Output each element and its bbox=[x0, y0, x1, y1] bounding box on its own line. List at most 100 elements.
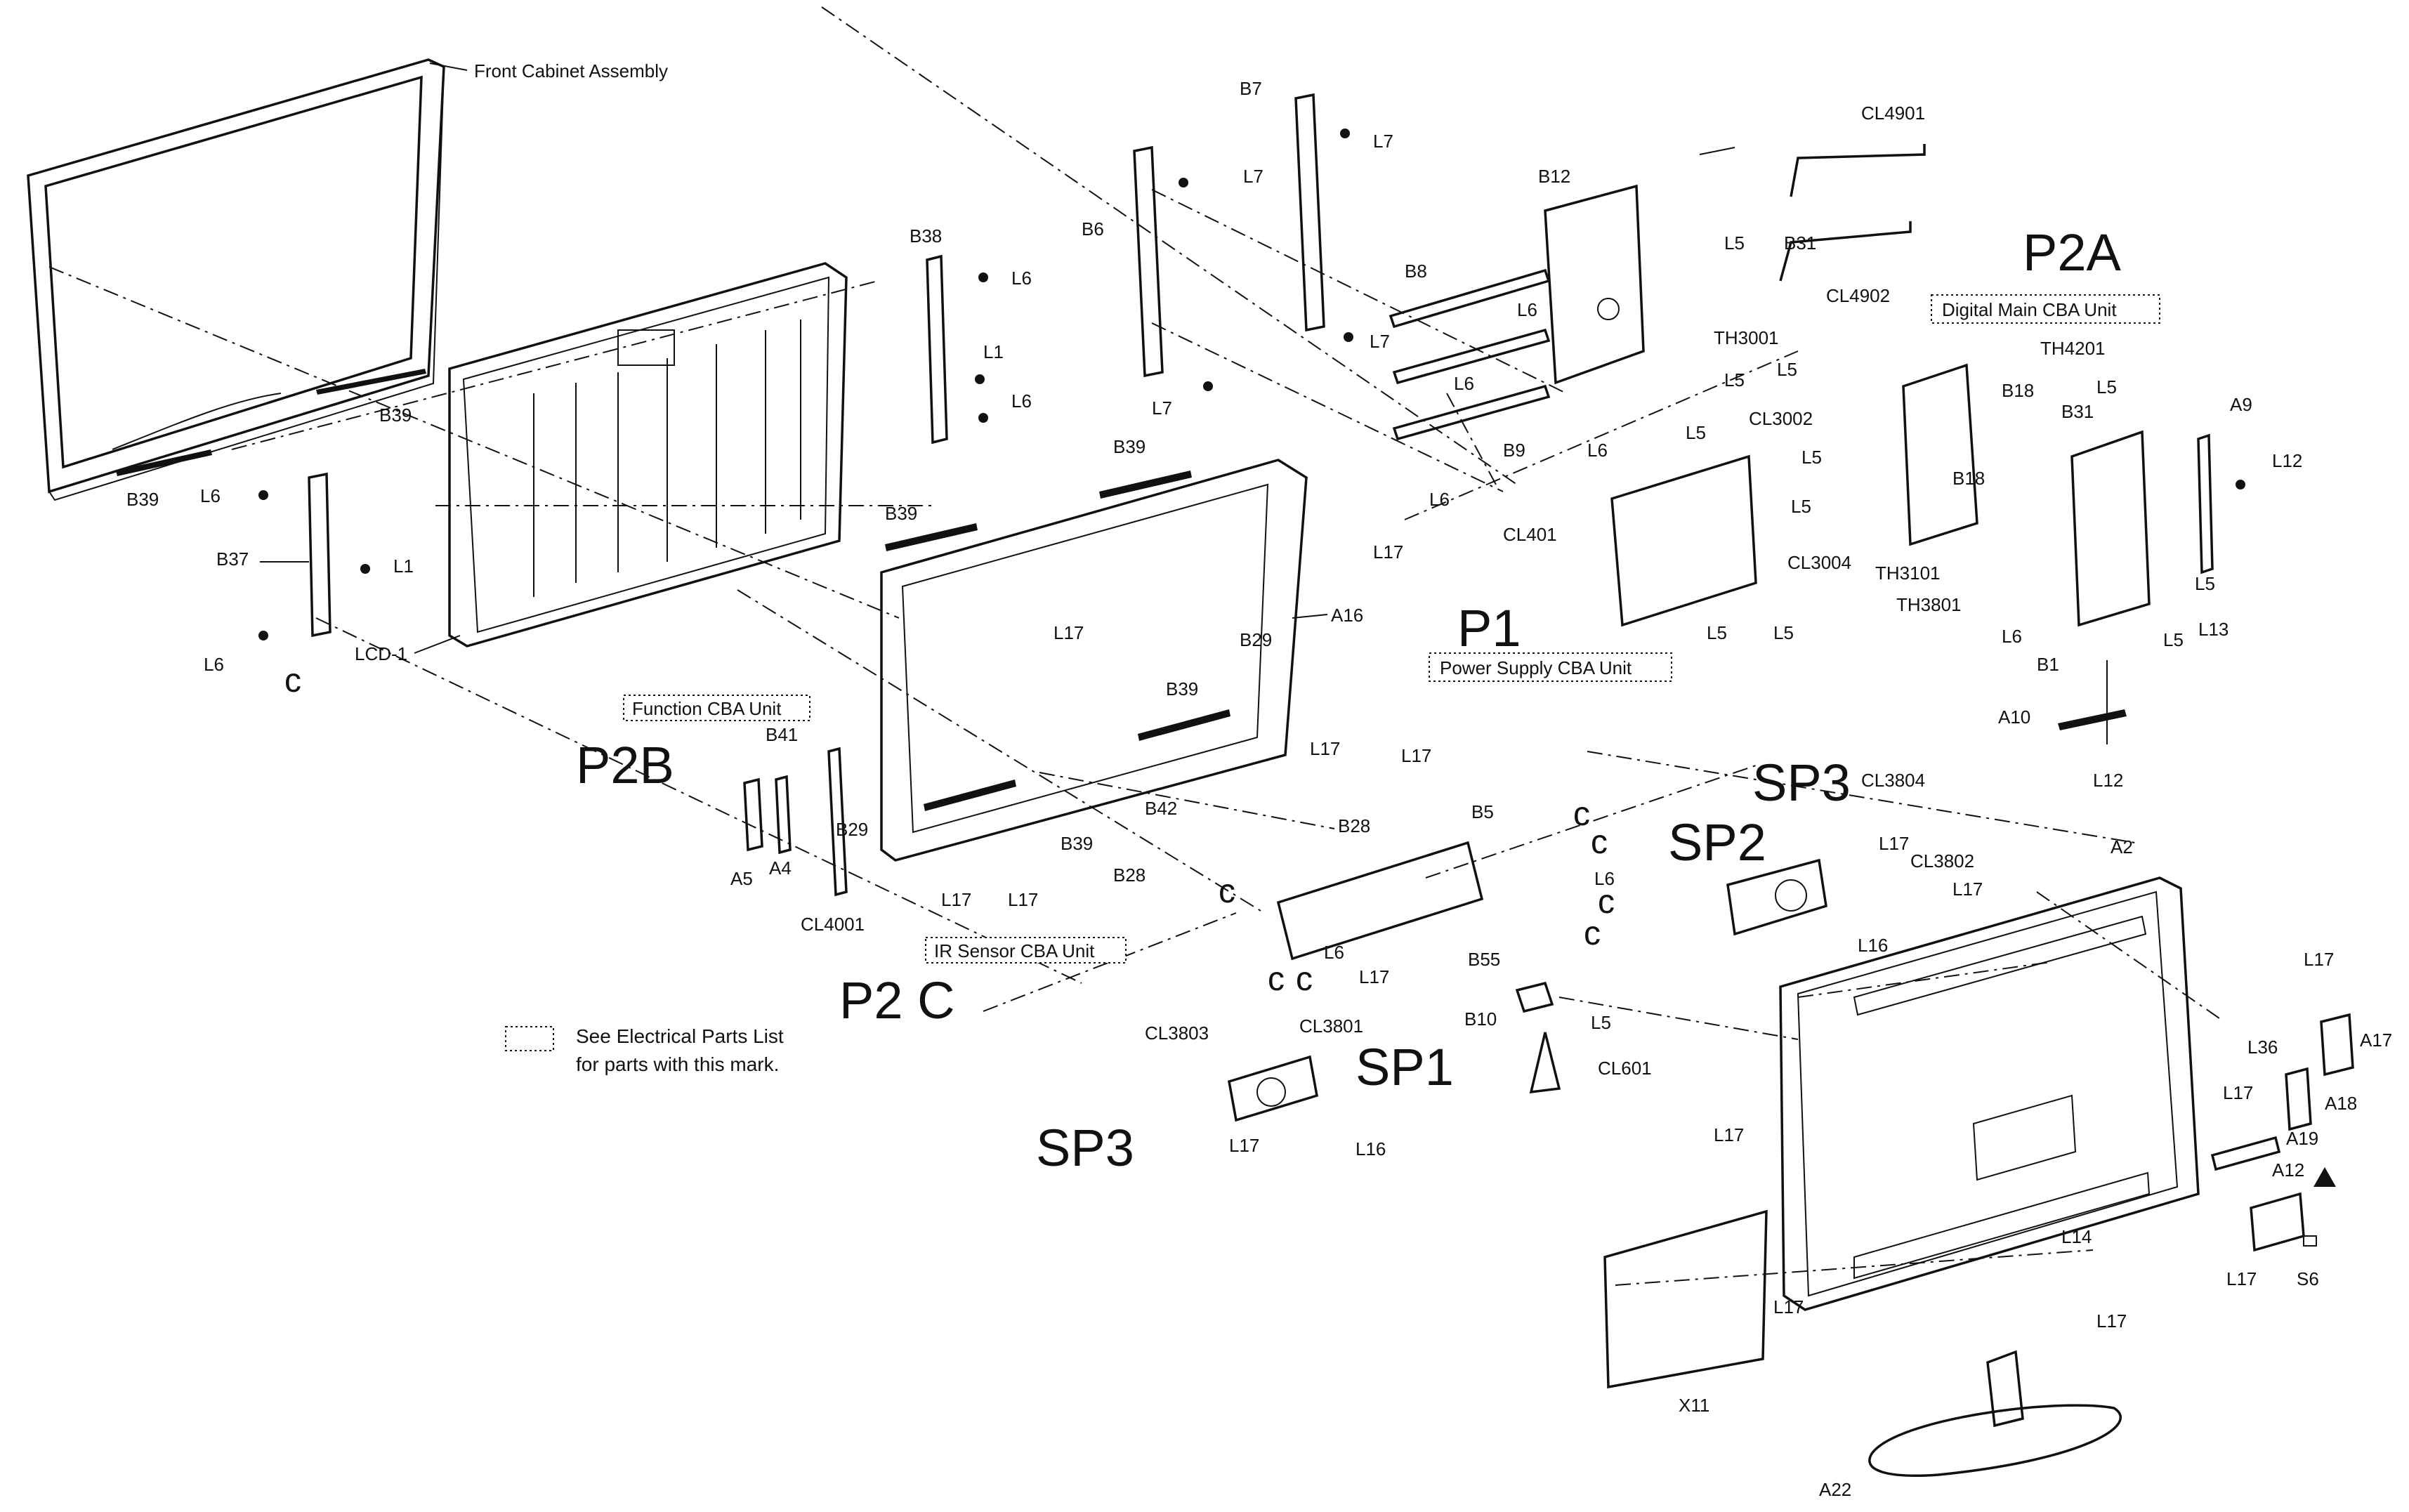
label-l12-a10: L12 bbox=[2093, 770, 2123, 791]
label-l7-b6-bottom: L7 bbox=[1152, 397, 1172, 419]
label-l17-a16-top: L17 bbox=[1373, 541, 1403, 563]
label-l17-a2-left: L17 bbox=[1714, 1124, 1744, 1145]
handwritten-p2c: P2 C bbox=[839, 971, 955, 1030]
label-l17-a2-b-right: L17 bbox=[2226, 1268, 2257, 1289]
part-b10-cl601: B10 L5 CL601 bbox=[1464, 981, 1652, 1094]
label-digital-main-cba: Digital Main CBA Unit bbox=[1942, 299, 2117, 320]
label-cl3803: CL3803 bbox=[1145, 1023, 1209, 1044]
label-l5-b1-top: L5 bbox=[2096, 376, 2117, 397]
label-l14: L14 bbox=[2061, 1226, 2092, 1247]
speakers-sp2-sp3: SP3 CL3804 SP2 L17 CL3802 L16 bbox=[1668, 754, 1974, 956]
label-b37: B37 bbox=[216, 548, 249, 570]
label-b9: B9 bbox=[1503, 440, 1525, 461]
label-ir-sensor-cba: IR Sensor CBA Unit bbox=[934, 940, 1095, 961]
label-cl3802: CL3802 bbox=[1910, 850, 1974, 872]
legend-line1: See Electrical Parts List bbox=[576, 1025, 784, 1047]
label-s6: S6 bbox=[2297, 1268, 2319, 1289]
handwritten-c-b5-6: c bbox=[1268, 961, 1285, 998]
power-supply-cba: L5 CL401 L5 L5 P1 Power Supply CBA Unit bbox=[1429, 422, 1794, 682]
label-l5-dm-a: L5 bbox=[1777, 359, 1797, 380]
label-l17-a16-b28: L17 bbox=[1310, 738, 1340, 759]
front-cabinet-label: Front Cabinet Assembly bbox=[474, 60, 668, 81]
label-l17-a2-right: L17 bbox=[2304, 949, 2334, 970]
label-a5: A5 bbox=[730, 868, 753, 889]
label-b39-a16-top: B39 bbox=[1113, 436, 1146, 457]
label-cl3804: CL3804 bbox=[1861, 770, 1925, 791]
label-l5-dm-c: L5 bbox=[1791, 496, 1811, 517]
label-l17-a16-b2: L17 bbox=[1008, 889, 1038, 910]
handwritten-c-b5-7: c bbox=[1296, 961, 1313, 998]
legend-line2: for parts with this mark. bbox=[576, 1053, 779, 1075]
label-l6-bar-b: L6 bbox=[1429, 489, 1450, 510]
label-b41: B41 bbox=[766, 724, 798, 745]
function-cba: Function CBA Unit P2B B41 A5 A4 CL4001 bbox=[576, 695, 865, 935]
label-l16-right: L16 bbox=[1858, 935, 1888, 956]
label-b39-front: B39 bbox=[379, 405, 412, 426]
label-b38: B38 bbox=[910, 225, 942, 246]
label-a10: A10 bbox=[1998, 706, 2030, 728]
stand-a22: A22 bbox=[1819, 1350, 2122, 1500]
label-l5-b1-right: L5 bbox=[2195, 573, 2215, 594]
handwritten-c-b5-1: c bbox=[1573, 796, 1590, 833]
handwritten-c-b5-2: c bbox=[1591, 824, 1608, 861]
lcd-panel: LCD-1 L6 L1 L6 bbox=[200, 262, 848, 675]
rear-cabinet-a2: A2 L17 L17 L36 L17 L17 L14 L17 L17 L17 bbox=[1714, 836, 2334, 1332]
label-l6-a: L6 bbox=[200, 485, 221, 506]
bracket-b12: B12 L6 L5 TH3001 L5 bbox=[1517, 166, 1779, 390]
label-th4201: TH4201 bbox=[2040, 338, 2106, 359]
label-l7-b7: L7 bbox=[1373, 131, 1393, 152]
label-b6: B6 bbox=[1082, 218, 1104, 239]
label-b55: B55 bbox=[1468, 949, 1500, 970]
label-cl4001: CL4001 bbox=[801, 914, 865, 935]
label-b39-a16-right: B39 bbox=[1166, 678, 1198, 699]
bracket-b5: B5 c c c c c c c L6 L6 L17 B55 bbox=[1219, 796, 1615, 998]
label-b28-bottom: B28 bbox=[1113, 865, 1146, 886]
label-a22: A22 bbox=[1819, 1479, 1851, 1500]
label-cl601: CL601 bbox=[1598, 1058, 1652, 1079]
handwritten-sp1: SP1 bbox=[1356, 1038, 1454, 1096]
label-l17-sp1: L17 bbox=[1229, 1135, 1259, 1156]
label-l13: L13 bbox=[2198, 619, 2229, 640]
label-l12-a9: L12 bbox=[2272, 450, 2302, 471]
label-a17: A17 bbox=[2360, 1030, 2392, 1051]
label-b7: B7 bbox=[1240, 78, 1262, 99]
label-l1-b38: L1 bbox=[983, 341, 1004, 362]
label-l6-b: L6 bbox=[204, 654, 224, 675]
label-l5-b1-bottom: L5 bbox=[2163, 629, 2184, 650]
ir-sensor-cba: IR Sensor CBA Unit P2 C bbox=[839, 937, 1127, 1030]
handwritten-c-b5-4: c bbox=[1598, 883, 1615, 921]
label-b39-a16-left: B39 bbox=[885, 503, 917, 524]
label-th3001: TH3001 bbox=[1714, 327, 1779, 348]
label-b29-a16: B29 bbox=[1240, 629, 1272, 650]
label-a12: A12 bbox=[2272, 1159, 2304, 1181]
label-l5-b12-bottom: L5 bbox=[1724, 369, 1745, 390]
label-l5-ps-b: L5 bbox=[1773, 622, 1794, 643]
rails-b6-b7: B6 L7 L7 B7 L7 L7 bbox=[1082, 78, 1393, 419]
label-l36: L36 bbox=[2247, 1037, 2278, 1058]
label-a16: A16 bbox=[1331, 605, 1363, 626]
label-cl3004: CL3004 bbox=[1787, 552, 1851, 573]
label-a2: A2 bbox=[2111, 836, 2133, 857]
label-cl3801: CL3801 bbox=[1299, 1015, 1363, 1037]
label-a4: A4 bbox=[769, 857, 792, 879]
label-l17-a16-mid: L17 bbox=[1053, 622, 1084, 643]
label-l17-a16-b1: L17 bbox=[941, 889, 971, 910]
label-l17-a2-top: L17 bbox=[1952, 879, 1983, 900]
cables-cl4901-cl4902: B31 CL4901 CL4902 bbox=[1699, 103, 1926, 306]
label-l17-a2-b-mid: L17 bbox=[2096, 1310, 2127, 1332]
label-b39-front-lower: B39 bbox=[126, 489, 159, 510]
handwritten-p2a: P2A bbox=[2023, 223, 2122, 282]
label-l7-b6: L7 bbox=[1243, 166, 1263, 187]
label-function-cba: Function CBA Unit bbox=[632, 698, 782, 719]
label-l5-b12-top: L5 bbox=[1724, 232, 1745, 254]
label-l7-b7-bottom: L7 bbox=[1370, 331, 1390, 352]
bracket-b38: B38 L6 L1 L6 bbox=[910, 225, 1032, 445]
assembly-guide-lines bbox=[48, 6, 2220, 1286]
label-l6-bar-a: L6 bbox=[1454, 373, 1474, 394]
label-power-supply-cba: Power Supply CBA Unit bbox=[1440, 657, 1632, 678]
handwritten-p1: P1 bbox=[1457, 599, 1521, 657]
bracket-b1: B18 B31 L5 L5 L5 L13 L6 B1 A9 L12 A10 L1… bbox=[1998, 376, 2302, 791]
label-l1-a: L1 bbox=[393, 556, 414, 577]
label-b8: B8 bbox=[1405, 261, 1427, 282]
